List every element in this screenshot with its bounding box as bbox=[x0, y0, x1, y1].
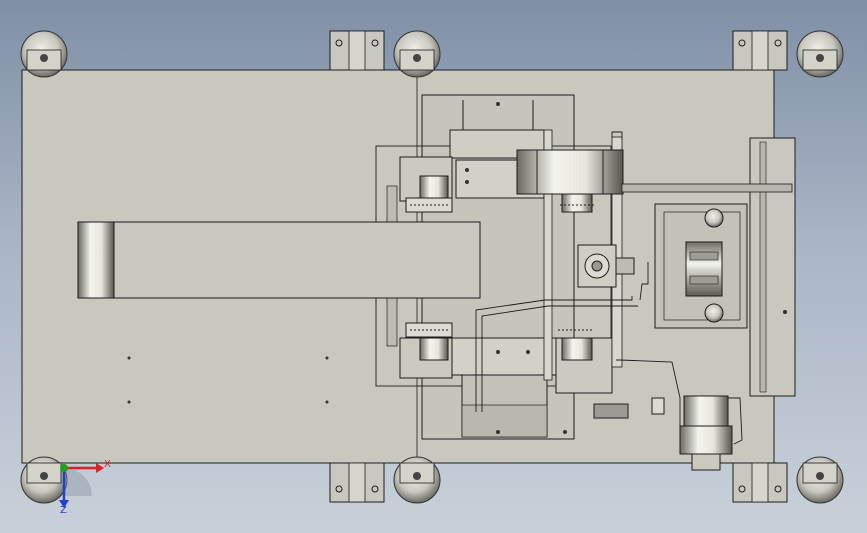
clamp-assembly[interactable] bbox=[654, 203, 748, 329]
caster-wheel-top-right[interactable] bbox=[796, 30, 844, 78]
mounting-bracket-bottom-left[interactable] bbox=[329, 462, 385, 503]
mounting-bracket-bottom-right[interactable] bbox=[732, 462, 788, 503]
caster-wheel-top-left[interactable] bbox=[20, 30, 68, 78]
axis-z-label: Z bbox=[60, 505, 67, 516]
mounting-bracket-top-right[interactable] bbox=[732, 30, 788, 71]
bearing-block-bottom-left[interactable] bbox=[405, 322, 453, 361]
right-side-plate[interactable] bbox=[749, 137, 796, 397]
caster-wheel-top-middle[interactable] bbox=[393, 30, 441, 78]
guide-rail-left[interactable] bbox=[543, 129, 553, 381]
roller-drum[interactable] bbox=[516, 149, 793, 195]
bearing-block-top-left[interactable] bbox=[405, 175, 453, 213]
caster-wheel-bottom-left[interactable] bbox=[20, 456, 68, 504]
axis-x-label: X bbox=[104, 459, 111, 470]
coupling-assembly[interactable] bbox=[593, 395, 733, 471]
extension-arm[interactable] bbox=[77, 221, 481, 299]
caster-wheel-bottom-middle[interactable] bbox=[393, 456, 441, 504]
axis-triad-icon bbox=[59, 463, 104, 508]
pneumatic-tubing bbox=[475, 131, 743, 445]
motor-icon[interactable] bbox=[577, 244, 635, 288]
caster-wheel-bottom-right[interactable] bbox=[796, 456, 844, 504]
bearing-block-bottom-right[interactable] bbox=[558, 329, 594, 361]
mounting-bracket-top-left[interactable] bbox=[329, 30, 385, 71]
